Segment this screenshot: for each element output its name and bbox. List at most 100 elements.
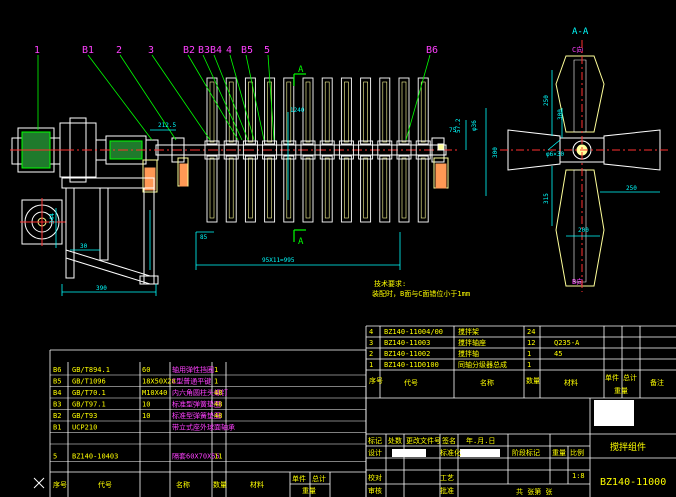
tb-sheets: 共 张第 张: [516, 487, 552, 496]
tb-stage: 阶段标记: [512, 448, 540, 457]
technical-note: 技术要求: 装配时，B面与C面错位小于1mm: [372, 279, 470, 298]
callout-b2: B2: [183, 45, 195, 56]
parts-list-main-header: 序号 代号 名称 数量 材料 单件 总计 重量 备注: [369, 373, 664, 395]
section-bottom-tag: B向: [572, 277, 583, 286]
title-block: [365, 398, 676, 497]
main-row-material: 45: [554, 350, 562, 358]
std-row-name: C型普通平键: [172, 377, 211, 386]
dim-95x11: 95X11=995: [262, 257, 295, 264]
callout-5: 5: [264, 45, 270, 56]
section-top-tag: C向: [572, 45, 583, 54]
dim-30: 30: [80, 243, 88, 250]
tb-sign: 签名: [442, 436, 456, 445]
main-header-name: 名称: [480, 378, 494, 387]
main-row-name: 同轴分级器总成: [458, 360, 507, 369]
std-header-code: 代号: [98, 480, 112, 489]
dim-75: 75: [449, 127, 457, 134]
parts-list-std-header: 序号 代号 名称 数量 材料 单件 总计 重量: [53, 474, 326, 495]
main-row-no: 4: [369, 328, 373, 336]
main-row-code: BZ140-11004/00: [384, 328, 443, 336]
sec-dim-300: 300: [557, 109, 564, 120]
std-row-spec: M10X40: [142, 389, 167, 397]
note-line-2: 装配时，B面与C面错位小于1mm: [372, 289, 470, 298]
redaction-patch: [392, 449, 426, 457]
std-row-no: B4: [53, 389, 61, 397]
std-row-spec: 10: [142, 401, 150, 409]
agitator-arm: [300, 77, 316, 223]
callout-leaders: [37, 54, 431, 141]
std-row-code: UCP210: [72, 424, 97, 432]
section-letters: A A: [298, 65, 304, 247]
std-row-qty: 48: [214, 389, 222, 397]
callout-b4: B4: [210, 45, 222, 56]
sec-dim-250b: 250: [626, 185, 637, 192]
main-header-mass: 重量: [614, 387, 628, 395]
main-row-qty: 24: [527, 328, 535, 336]
std-header-name: 名称: [176, 480, 190, 489]
main-row-qty: 1: [527, 350, 531, 358]
dim-85: 85: [200, 234, 208, 241]
callout-4: 4: [226, 45, 232, 56]
callout-b1: B1: [82, 45, 94, 56]
section-view-a-a: A-A C向 B向 250 300 315 250: [500, 27, 668, 292]
page-arrow-icon: [33, 477, 45, 489]
std-row-name: 标准型弹簧垫圈: [172, 400, 221, 409]
std-row-spec: 10: [142, 412, 150, 420]
std-row-qty: 48: [214, 412, 222, 420]
agitator-arm: [358, 77, 374, 223]
agitator-arm: [242, 77, 258, 223]
agitator-arm: [377, 77, 393, 223]
std-row-code: GB/T1096: [72, 378, 106, 386]
tb-scale-value: 1:8: [572, 472, 585, 480]
std-header-no: 序号: [53, 480, 67, 489]
section-a-bottom: A: [298, 237, 304, 247]
dim-572: 57.2: [455, 118, 462, 133]
tb-standard: 标准化: [440, 448, 461, 457]
agitator-arm: [319, 77, 335, 223]
tb-date: 年.月.日: [466, 436, 495, 445]
callout-labels: 1 B1 2 3 B2 B3 B4 4 B5 5 B6: [34, 45, 438, 56]
std-row-qty: 1: [214, 378, 218, 386]
std-header-total: 总计: [312, 474, 326, 483]
main-header-material: 材料: [564, 378, 578, 387]
dim-2125: 212.5: [158, 122, 176, 129]
tb-process: 工艺: [440, 474, 454, 482]
std-row-code: GB/T97.1: [72, 401, 106, 409]
note-line-1: 技术要求:: [374, 279, 406, 288]
agitator-arm: [338, 77, 354, 223]
callout-2: 2: [116, 45, 122, 56]
std-row-code: GB/T93: [72, 412, 97, 420]
std-row-qty: 11: [214, 453, 222, 461]
std-row-qty: 1: [214, 366, 218, 374]
main-header-code: 代号: [404, 378, 418, 387]
std-row-spec: 18X50X28: [142, 378, 176, 386]
dim-phi36: φ36: [471, 120, 478, 131]
section-title: A-A: [572, 27, 589, 37]
main-row-qty: 12: [527, 339, 535, 347]
main-row-code: BZ140-11002: [384, 350, 430, 358]
main-row-name: 搅拌架: [458, 327, 479, 336]
main-row-no: 3: [369, 339, 373, 347]
std-row-no: B2: [53, 412, 61, 420]
tb-check: 校对: [368, 473, 382, 482]
std-row-no: B5: [53, 378, 61, 386]
agitator-arm: [204, 77, 220, 223]
tb-zone: 更改文件号: [406, 436, 441, 445]
sec-dim-200: 200: [578, 227, 589, 234]
section-a-top: A: [298, 65, 304, 75]
main-header-no: 序号: [369, 376, 383, 385]
std-row-no: B1: [53, 424, 61, 432]
sec-dim-315: 315: [543, 193, 550, 204]
std-row-code: GB/T70.1: [72, 389, 106, 397]
tb-mark: 标记: [368, 436, 382, 445]
main-row-name: 搅拌轴: [458, 349, 479, 358]
std-row-no: B6: [53, 366, 61, 374]
main-row-qty: 1: [527, 361, 531, 369]
std-row-name: 隔套60X70X55: [172, 452, 220, 461]
callout-3: 3: [148, 45, 154, 56]
main-header-total: 总计: [623, 373, 637, 382]
std-header-material: 材料: [250, 480, 264, 489]
